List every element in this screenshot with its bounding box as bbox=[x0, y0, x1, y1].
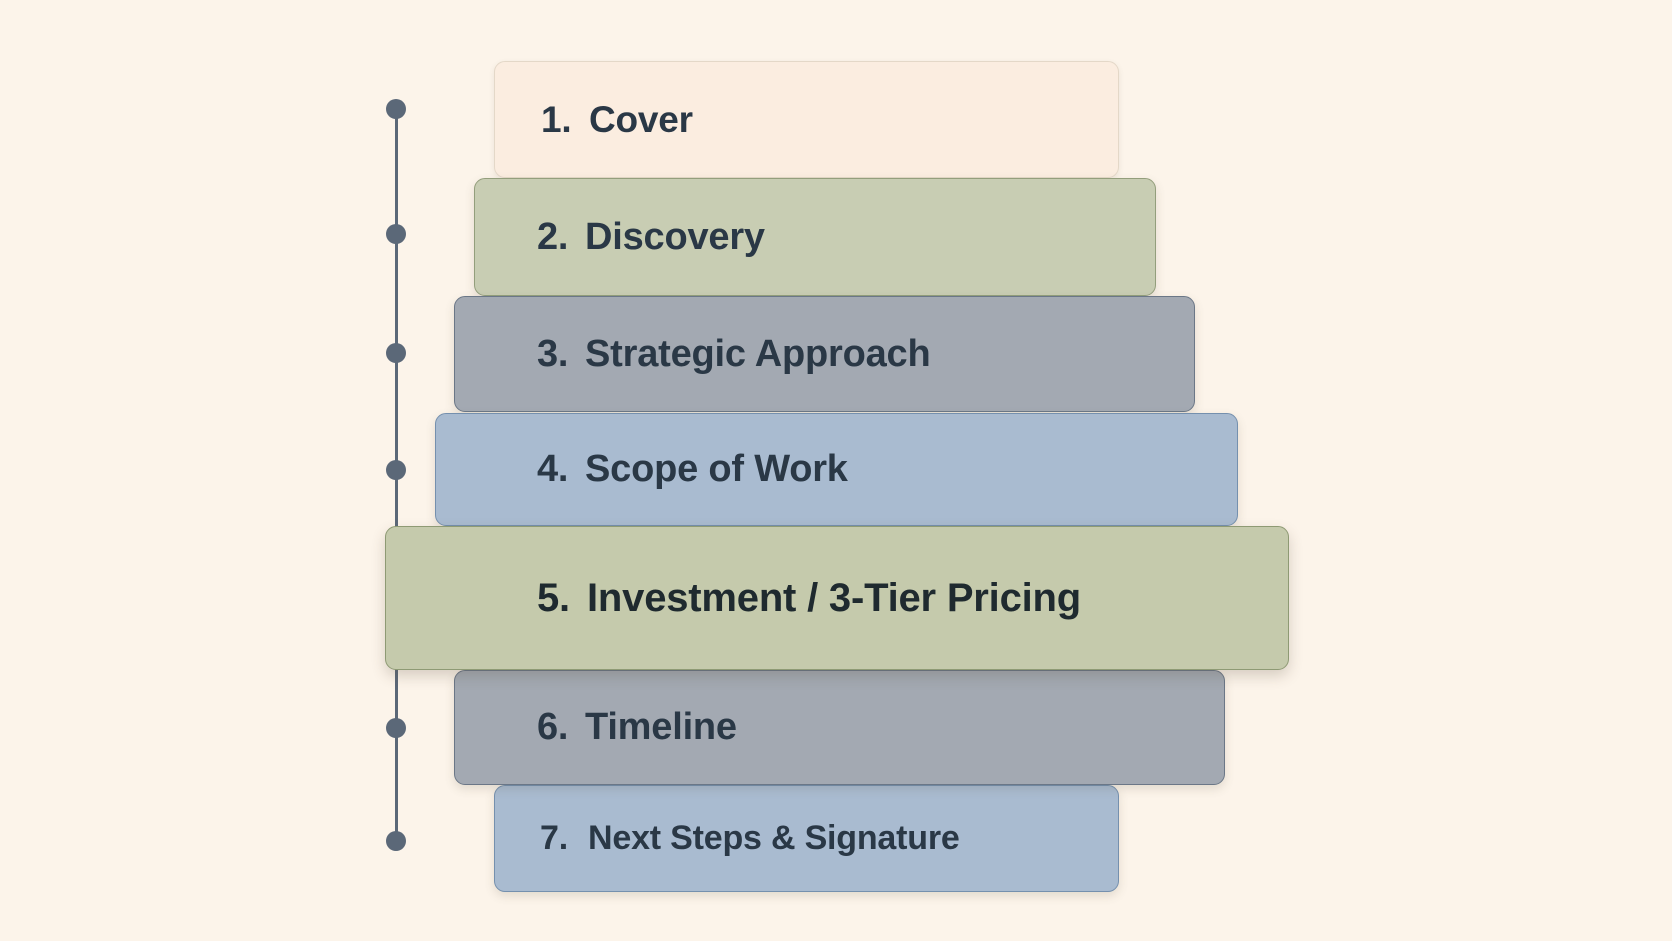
section-label: 3. Strategic Approach bbox=[537, 333, 931, 376]
section-number: 4. bbox=[537, 448, 569, 490]
section-number: 6. bbox=[537, 706, 569, 748]
section-next-steps-signature[interactable]: 7. Next Steps & Signature bbox=[494, 785, 1119, 892]
section-title: Strategic Approach bbox=[585, 332, 931, 375]
section-number: 2. bbox=[537, 215, 569, 258]
section-title: Timeline bbox=[585, 706, 737, 748]
section-label: 6. Timeline bbox=[537, 706, 737, 749]
section-label: 7. Next Steps & Signature bbox=[540, 819, 960, 858]
section-title: Cover bbox=[589, 98, 693, 140]
section-cover[interactable]: 1. Cover bbox=[494, 61, 1119, 178]
section-number: 5. bbox=[537, 575, 570, 620]
section-label: 4. Scope of Work bbox=[537, 448, 848, 491]
timeline-dot-icon bbox=[386, 99, 406, 119]
section-discovery[interactable]: 2. Discovery bbox=[474, 178, 1156, 296]
section-scope-of-work[interactable]: 4. Scope of Work bbox=[435, 413, 1238, 526]
section-number: 3. bbox=[537, 332, 569, 375]
section-label: 1. Cover bbox=[541, 99, 693, 141]
timeline-dot-icon bbox=[386, 343, 406, 363]
section-timeline[interactable]: 6. Timeline bbox=[454, 670, 1225, 785]
section-number: 7. bbox=[540, 819, 568, 857]
section-title: Discovery bbox=[585, 215, 765, 258]
timeline-dot-icon bbox=[386, 831, 406, 851]
section-strategic-approach[interactable]: 3. Strategic Approach bbox=[454, 296, 1195, 412]
section-title: Next Steps & Signature bbox=[588, 819, 960, 857]
timeline-dot-icon bbox=[386, 460, 406, 480]
timeline-dot-icon bbox=[386, 224, 406, 244]
section-title: Investment / 3-Tier Pricing bbox=[587, 575, 1082, 620]
section-title: Scope of Work bbox=[585, 448, 848, 490]
section-label: 5. Investment / 3-Tier Pricing bbox=[537, 576, 1081, 621]
section-investment-pricing[interactable]: 5. Investment / 3-Tier Pricing bbox=[385, 526, 1289, 670]
section-label: 2. Discovery bbox=[537, 216, 765, 259]
section-number: 1. bbox=[541, 98, 572, 140]
timeline-dot-icon bbox=[386, 718, 406, 738]
